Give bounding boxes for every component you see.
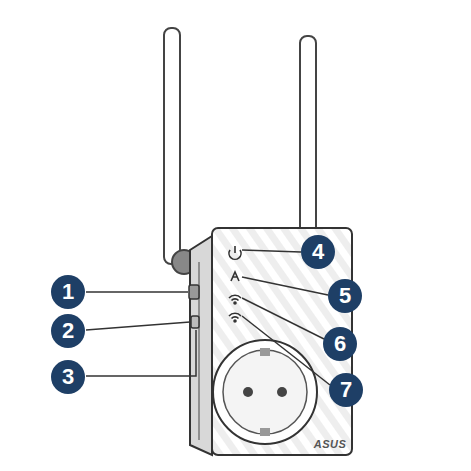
- callout-number: 5: [339, 285, 351, 307]
- callout-number: 1: [62, 281, 74, 303]
- leader-lines: [86, 250, 330, 385]
- callout-number: 3: [62, 366, 74, 388]
- led-icons: [229, 246, 241, 322]
- callout-number: 4: [312, 241, 324, 263]
- button: [191, 316, 199, 328]
- power-socket: [213, 340, 317, 444]
- callout-circles: [51, 235, 363, 407]
- antenna: [164, 28, 196, 274]
- brand-logo: ASUS: [314, 439, 347, 450]
- antenna: [296, 36, 320, 250]
- callout-number: 2: [62, 320, 74, 342]
- callout-number: 6: [334, 333, 346, 355]
- housing-side: [190, 236, 212, 455]
- callout-number: 7: [340, 379, 352, 401]
- button: [189, 285, 199, 299]
